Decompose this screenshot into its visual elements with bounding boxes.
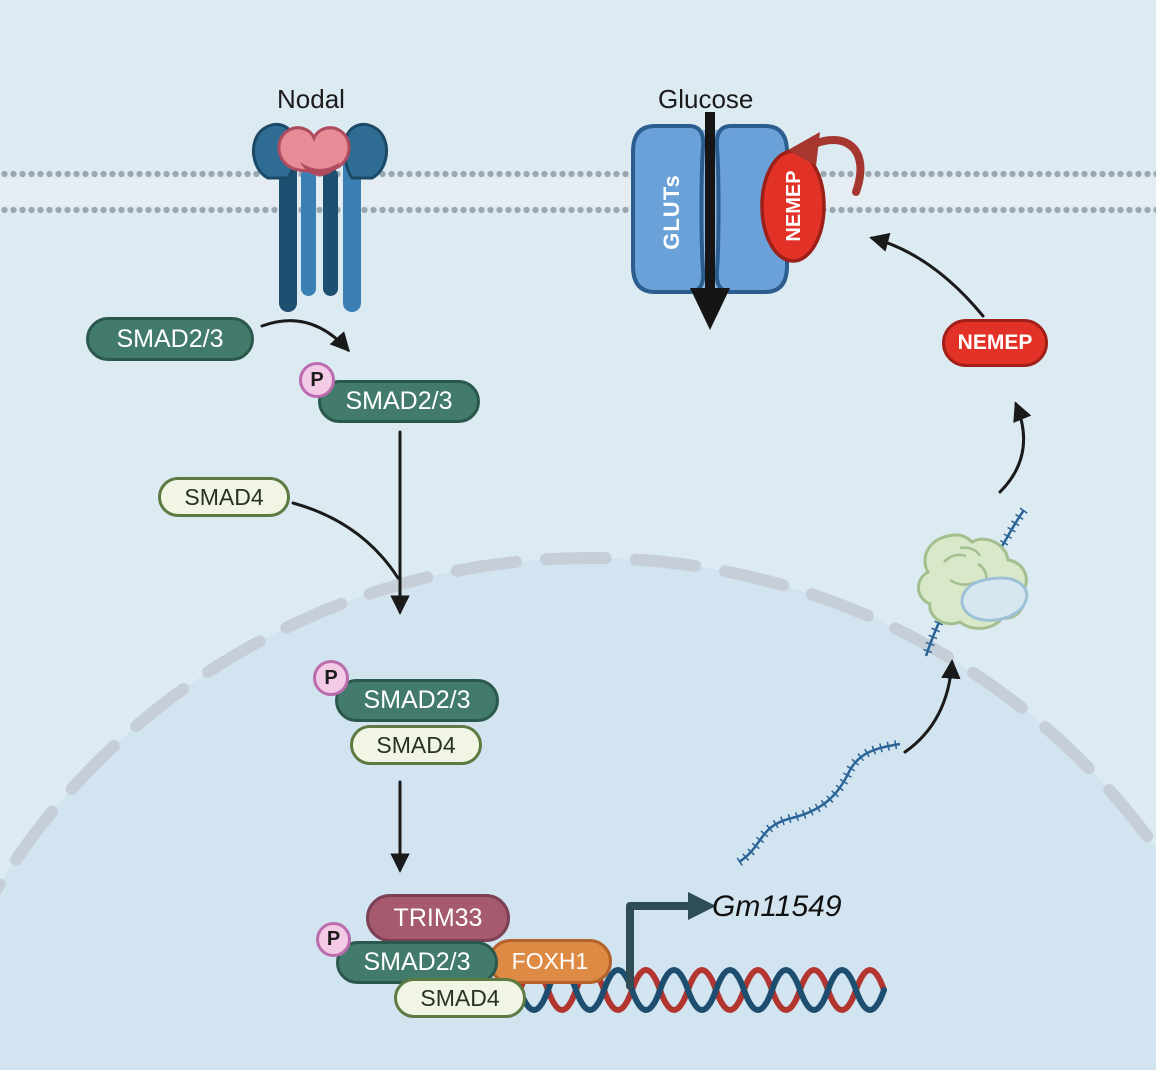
glut-transporter-icon: GLUTs NEMEP — [631, 112, 865, 330]
psmad23-pill-nucleus: SMAD2/3 — [335, 679, 499, 722]
gluts-label: GLUTs — [659, 174, 684, 249]
smad4-pill-cytoplasm: SMAD4 — [158, 477, 290, 517]
nodal-receptor-icon — [251, 122, 389, 312]
translation-to-nemep-arrow — [998, 401, 1032, 494]
smad4-join-line — [291, 501, 400, 580]
plasma-membrane — [0, 166, 1156, 218]
smad23-activation-arrow — [260, 319, 350, 353]
mrna-export-arrow — [903, 659, 961, 754]
smad4-pill-nucleus: SMAD4 — [350, 725, 482, 765]
signal-arrows — [260, 232, 1032, 873]
psmad23-pill-cytoplasm: SMAD2/3 — [318, 380, 480, 423]
ribosome-icon — [917, 507, 1029, 658]
nemep-recycle-arrow — [806, 136, 865, 196]
nemep-membrane-label: NEMEP — [783, 170, 805, 241]
nemep-to-membrane-arrow — [869, 232, 985, 318]
foxh1-pill: FOXH1 — [488, 939, 612, 984]
glucose-label: Glucose — [658, 84, 754, 114]
mrna-transcript-icon — [736, 739, 901, 866]
nodal-ligand-icon — [277, 126, 351, 173]
trim33-pill: TRIM33 — [366, 894, 510, 942]
phosphate-badge-complex: P — [316, 922, 351, 957]
smad23-pill-cytoplasm: SMAD2/3 — [86, 317, 254, 361]
smad4-pill-complex: SMAD4 — [394, 978, 526, 1018]
phosphate-badge-nucleus: P — [313, 660, 349, 696]
gene-name-label: Gm11549 — [712, 890, 842, 923]
phosphate-badge-cytoplasm: P — [299, 362, 335, 398]
nemep-pill: NEMEP — [942, 319, 1048, 367]
nucleus — [0, 552, 1156, 1070]
nodal-label: Nodal — [277, 84, 345, 114]
transcription-start-arrow — [626, 892, 716, 990]
